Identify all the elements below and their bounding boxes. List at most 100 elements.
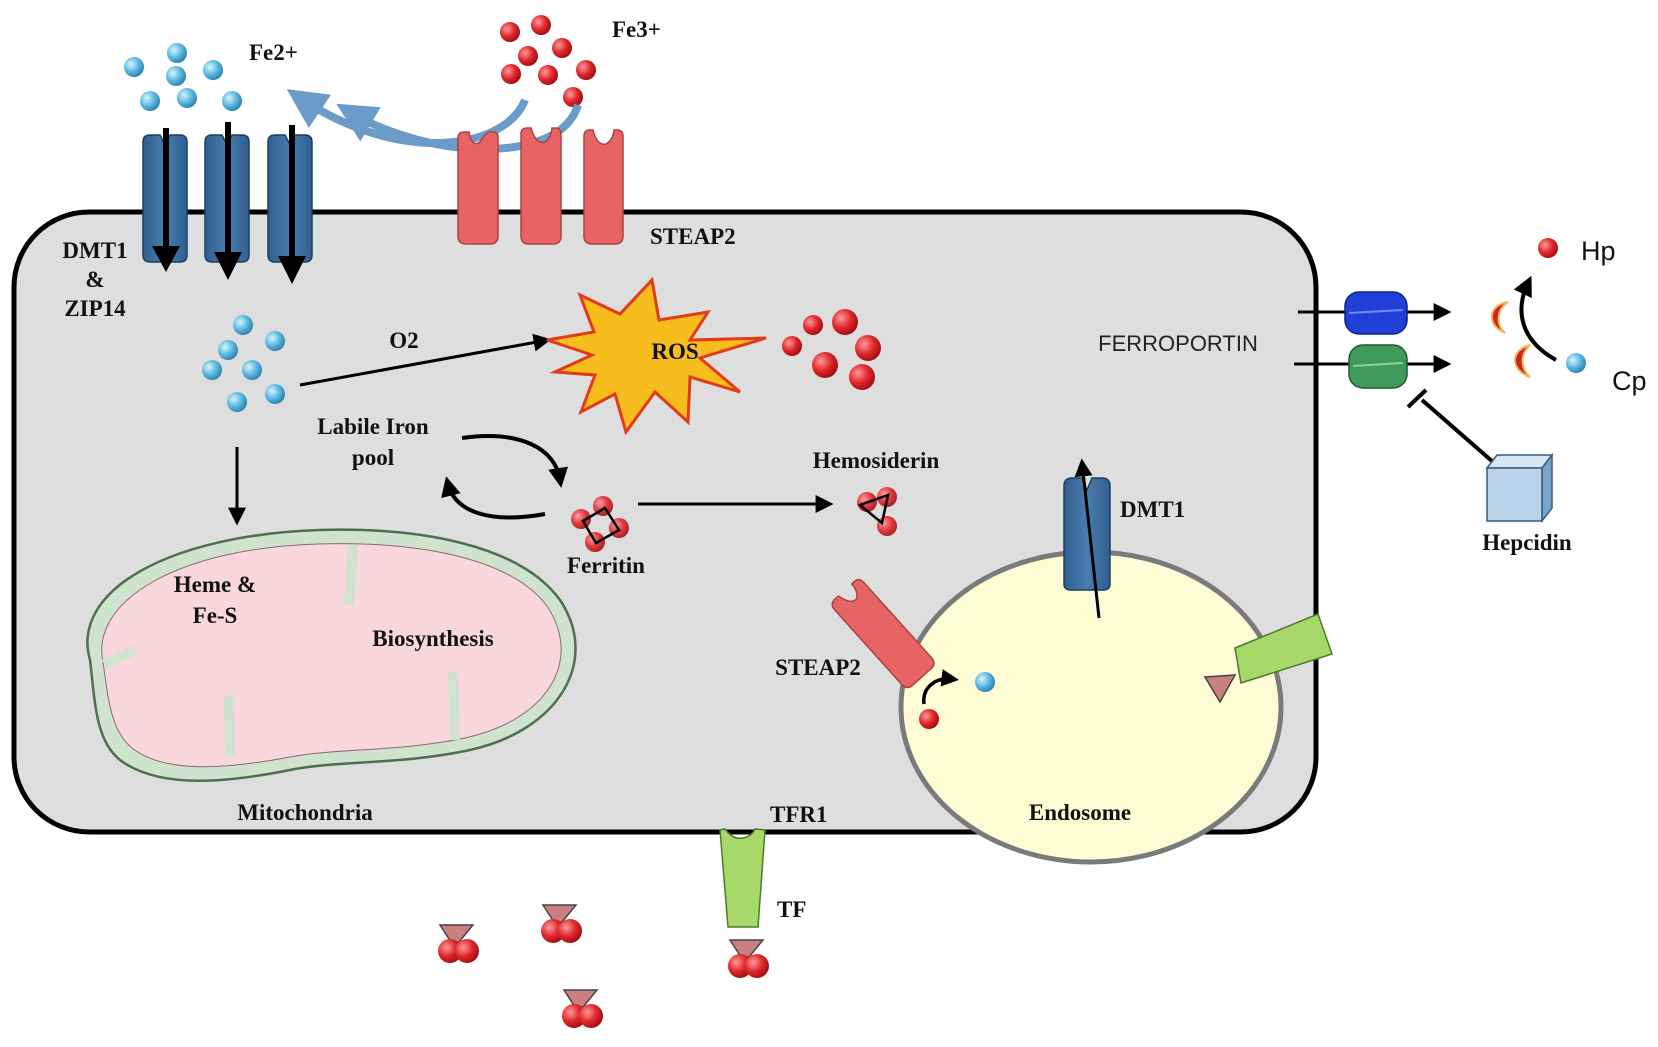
fe3-ion: [563, 87, 583, 107]
mitochondria-crista: [224, 695, 235, 758]
mitochondria-crista: [448, 671, 460, 741]
ferroportin-exporters: [1294, 291, 1452, 389]
fe3-label: Fe3+: [612, 17, 661, 42]
ros-burst: [546, 276, 767, 436]
hemosiderin-label: Hemosiderin: [813, 448, 940, 473]
endosome-steap2-receptor: [831, 578, 935, 689]
holo-transferrin: [438, 924, 479, 963]
fe2-ion: [242, 360, 262, 380]
labile-iron-label-line2: pool: [352, 445, 394, 470]
hepcidin-cube: [1485, 452, 1554, 524]
endosome-dmt1-channel: [1063, 458, 1111, 619]
fe2-ion: [124, 57, 144, 77]
hemosiderin-cage: [857, 493, 890, 526]
fe3-ion: [812, 352, 838, 378]
fe2-ion: [227, 392, 247, 412]
cp-oxidation-arrow: [1513, 275, 1557, 362]
hemosiderin-complex: [857, 487, 897, 536]
fe3-ion: [855, 335, 881, 361]
holo-transferrin: [541, 904, 582, 943]
fe2-ion: [218, 340, 238, 360]
fe2-ion: [177, 88, 197, 108]
ros-label: ROS: [651, 339, 698, 364]
mitochondria-crista: [344, 544, 358, 606]
fe2-ion: [140, 91, 160, 111]
ferroportin-blue: [1344, 291, 1408, 335]
fe2-label: Fe2+: [249, 40, 298, 65]
steap2-receptors: [457, 127, 624, 245]
steap2-receptor: [457, 131, 499, 245]
fe2-ion: [265, 331, 285, 351]
fe2-ion: [975, 672, 995, 692]
endosome-steap2-label: STEAP2: [775, 655, 861, 680]
ferritin-to-pool-arrow: [441, 476, 546, 520]
dmt1-channel: [204, 122, 250, 280]
dmt1-zip14-channels: [142, 122, 313, 284]
fe3-ion: [1538, 238, 1558, 258]
fe3-ion: [919, 709, 939, 729]
fe3-ion: [538, 65, 558, 85]
dmt1-channel: [142, 128, 188, 272]
tfr1-label: TFR1: [770, 802, 828, 827]
fe3-ion: [576, 60, 596, 80]
fe2-ion: [166, 66, 186, 86]
pool-to-ferritin-arrow: [461, 434, 569, 488]
fe3-ion: [500, 22, 520, 42]
endosome-tfr1-receptor: [1203, 613, 1333, 704]
mitochondria-label: Mitochondria: [237, 800, 373, 825]
ros-fe3-cluster: [782, 309, 881, 390]
ferroportin-label: FERROPORTIN: [1098, 331, 1258, 356]
dmt1-channel: [267, 125, 313, 284]
mito-heme-label-line2: Fe-S: [193, 603, 238, 628]
endosome-dmt1-label: DMT1: [1120, 497, 1185, 522]
hepcidin-label: Hepcidin: [1482, 530, 1572, 555]
tfr1-membrane-receptor: [719, 828, 766, 928]
holo-transferrin: [728, 939, 769, 978]
fe3-ion-cluster-extracellular: [500, 15, 596, 107]
dmt1-zip14-label-line2: &: [85, 267, 104, 292]
dmt1-zip14-label-line1: DMT1: [62, 238, 127, 263]
fe3-ion: [501, 64, 521, 84]
fe3-ion: [849, 364, 875, 390]
ferritin-complex: [571, 496, 629, 552]
fe3-ion: [782, 336, 802, 356]
mito-heme-label-line1: Heme &: [174, 572, 256, 597]
hepcidin-inhibition-bar: [1406, 388, 1428, 409]
fe3-ion: [803, 315, 823, 335]
fe2-ion: [203, 60, 223, 80]
fe3-ion: [531, 15, 551, 35]
fe2-ion-cluster-extracellular: [124, 43, 242, 111]
fe3-ion: [518, 46, 538, 66]
labile-iron-label-line1: Labile Iron: [317, 414, 429, 439]
dmt1-zip14-label-line3: ZIP14: [64, 296, 126, 321]
endosome-label: Endosome: [1029, 800, 1131, 825]
ceruloplasmin-crescent: [1490, 301, 1509, 334]
endosome-reduction-arrow: [922, 669, 959, 705]
steap2-receptor: [520, 127, 562, 245]
transferrin-molecule: [1203, 674, 1237, 704]
mitochondria-matrix: [101, 543, 562, 768]
fe3-ion: [877, 516, 897, 536]
fe2-ion: [1566, 353, 1586, 373]
hepcidin-inhibition-line: [1420, 398, 1495, 464]
steap2-receptor: [583, 129, 624, 245]
ceruloplasmin-crescent: [1514, 344, 1531, 378]
mitochondria-crista: [101, 645, 138, 669]
o2-oxidation-arrow: [299, 333, 552, 387]
fe2-ion: [222, 91, 242, 111]
o2-label: O2: [389, 328, 418, 353]
fe3-ion: [552, 38, 572, 58]
steap2-membrane-label: STEAP2: [650, 224, 736, 249]
fe3-ion: [832, 309, 858, 335]
cp-label: Cp: [1612, 366, 1647, 396]
ferritin-label: Ferritin: [567, 553, 645, 578]
ferroportin-green: [1348, 344, 1408, 389]
labile-iron-pool: [202, 315, 285, 412]
mitochondria: [86, 528, 577, 782]
ferritin-cage: [581, 506, 621, 545]
fe2-ion: [202, 360, 222, 380]
transferrin-iron-complexes: [438, 904, 769, 1028]
mito-biosynthesis-label: Biosynthesis: [372, 626, 493, 651]
fe2-ion: [167, 43, 187, 63]
